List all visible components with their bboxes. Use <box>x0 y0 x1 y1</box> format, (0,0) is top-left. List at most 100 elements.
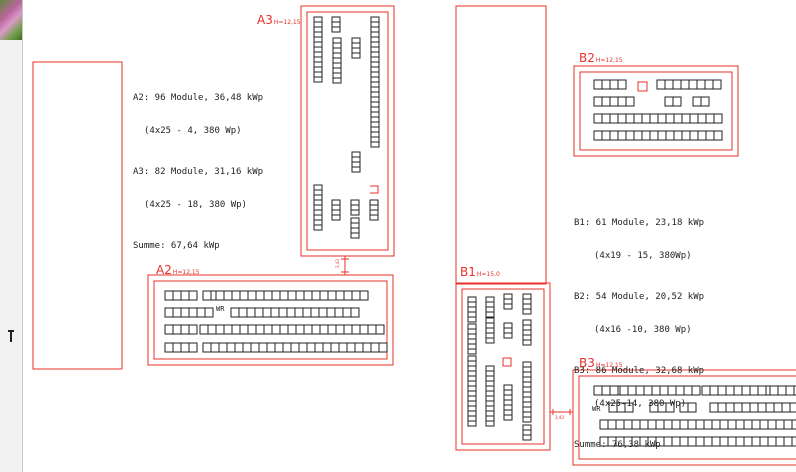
building-label-b1: B1H=15,0 <box>460 265 500 279</box>
pv-module <box>485 385 495 392</box>
pv-module <box>485 337 495 344</box>
pv-module <box>180 307 190 318</box>
pv-module <box>503 303 513 310</box>
note-b3-line1: B3: 86 Module, 32,68 kWp <box>574 366 705 376</box>
pv-module <box>609 96 619 107</box>
note-b2-line1: B2: 54 Module, 20,52 kWp <box>574 292 705 302</box>
pv-module <box>789 402 796 413</box>
pv-module <box>279 290 289 301</box>
pv-module <box>279 324 289 335</box>
pv-module <box>172 307 182 318</box>
pv-module <box>681 113 691 124</box>
pv-module <box>262 307 272 318</box>
pv-module <box>773 402 783 413</box>
pv-module <box>593 79 603 90</box>
pv-module <box>522 434 532 441</box>
pv-module <box>287 324 297 335</box>
pv-module <box>680 79 690 90</box>
pv-module <box>230 307 240 318</box>
pv-module <box>777 385 787 396</box>
pv-module <box>332 77 342 84</box>
pv-module <box>319 290 329 301</box>
pv-module <box>294 307 304 318</box>
pv-module <box>673 130 683 141</box>
pv-module <box>313 16 323 23</box>
pv-module <box>199 324 209 335</box>
pv-module <box>369 199 379 206</box>
pv-module <box>313 199 323 206</box>
pv-module <box>609 79 619 90</box>
pv-module <box>231 290 241 301</box>
pv-module <box>467 375 477 382</box>
pv-module <box>313 189 323 196</box>
pv-module <box>688 79 698 90</box>
pv-module <box>617 130 627 141</box>
pv-module <box>331 199 341 206</box>
dimension-b1-b3: 3,43 <box>555 415 564 420</box>
note-a2-line1: A2: 96 Module, 36,48 kWp <box>133 93 264 103</box>
pv-module <box>625 130 635 141</box>
pv-module <box>334 307 344 318</box>
pv-module <box>202 342 212 353</box>
pv-module <box>263 290 273 301</box>
pv-module <box>351 42 361 49</box>
pv-module <box>467 328 477 335</box>
pv-module <box>709 402 719 413</box>
pv-module <box>331 26 341 33</box>
pv-module <box>672 79 682 90</box>
pv-module <box>278 307 288 318</box>
pv-module <box>503 327 513 334</box>
pv-module <box>681 130 691 141</box>
pv-module <box>250 342 260 353</box>
pv-module <box>370 116 380 123</box>
pv-module <box>180 290 190 301</box>
pv-module <box>485 390 495 397</box>
pv-module <box>503 389 513 396</box>
pv-module <box>332 57 342 64</box>
photo-thumbnail-icon[interactable] <box>0 0 22 40</box>
pv-module <box>367 324 377 335</box>
pv-module <box>313 209 323 216</box>
pv-module <box>692 96 702 107</box>
pv-module <box>467 316 477 323</box>
pv-module <box>327 290 337 301</box>
pv-module <box>247 290 257 301</box>
pv-module <box>641 130 651 141</box>
pv-module <box>759 436 769 447</box>
pv-module <box>664 96 674 107</box>
pv-module <box>370 66 380 73</box>
pv-module <box>313 26 323 33</box>
building-label-a3: A3H=12,15 <box>257 13 301 27</box>
pv-module <box>172 324 182 335</box>
pv-module <box>735 436 745 447</box>
pv-module <box>485 375 495 382</box>
pv-module <box>370 41 380 48</box>
pv-module <box>775 419 785 430</box>
pv-module <box>370 31 380 38</box>
pv-module <box>467 395 477 402</box>
pv-module <box>351 47 361 54</box>
pv-module <box>522 329 532 336</box>
pv-module <box>522 293 532 300</box>
pv-module <box>282 342 292 353</box>
pv-module <box>705 113 715 124</box>
pv-module <box>467 348 477 355</box>
pv-module <box>164 307 174 318</box>
pv-module <box>641 113 651 124</box>
pv-module <box>467 400 477 407</box>
outline-a3-inner <box>306 11 389 251</box>
pv-module <box>322 342 332 353</box>
pv-module <box>467 301 477 308</box>
pv-module <box>503 293 513 300</box>
pv-module <box>313 76 323 83</box>
pv-module <box>522 361 532 368</box>
pv-module <box>697 113 707 124</box>
pv-module <box>306 342 316 353</box>
pv-module <box>370 46 380 53</box>
note-a2-line2: (4x25 - 4, 380 Wp) <box>144 126 242 136</box>
pv-module <box>351 166 361 173</box>
pv-module <box>295 290 305 301</box>
pv-module <box>370 81 380 88</box>
pv-module <box>370 342 380 353</box>
pv-module <box>239 324 249 335</box>
